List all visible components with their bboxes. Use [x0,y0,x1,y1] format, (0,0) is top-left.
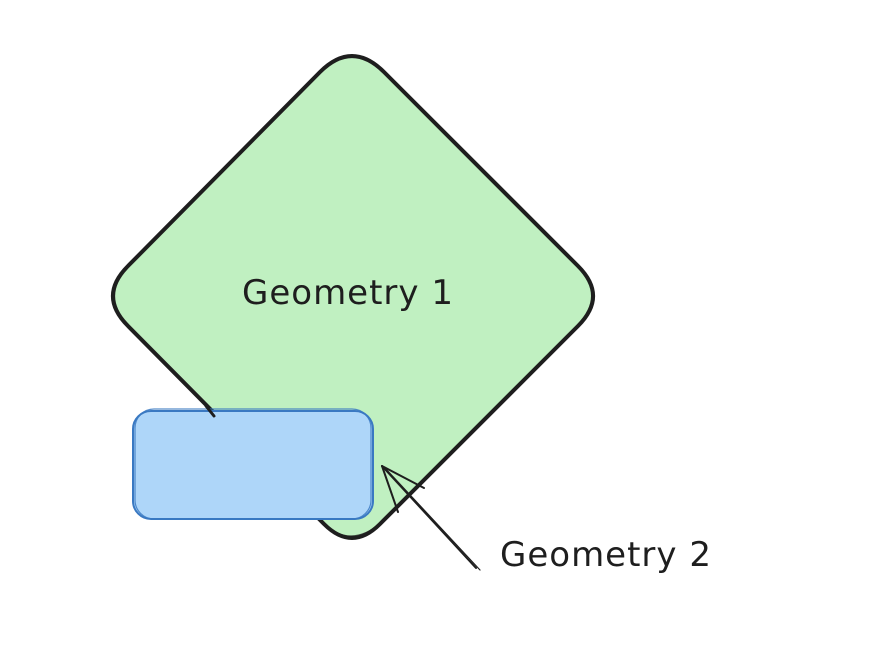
geometry-1-diamond-sketch-stroke [113,56,593,537]
arrow-shaft-sketch [384,467,481,571]
arrow-head-left [381,465,399,513]
arrow-shaft [381,465,477,569]
geometry-1-label: Geometry 1 [242,273,454,313]
diamond-edge-tick [204,404,216,418]
annotation-arrow [381,465,481,571]
geometry-2-label: Geometry 2 [500,535,712,575]
geometry-2-rectangle[interactable] [132,410,374,520]
geometry-2-rectangle-sketch-stroke [134,408,372,520]
arrow-head-right [381,465,425,489]
